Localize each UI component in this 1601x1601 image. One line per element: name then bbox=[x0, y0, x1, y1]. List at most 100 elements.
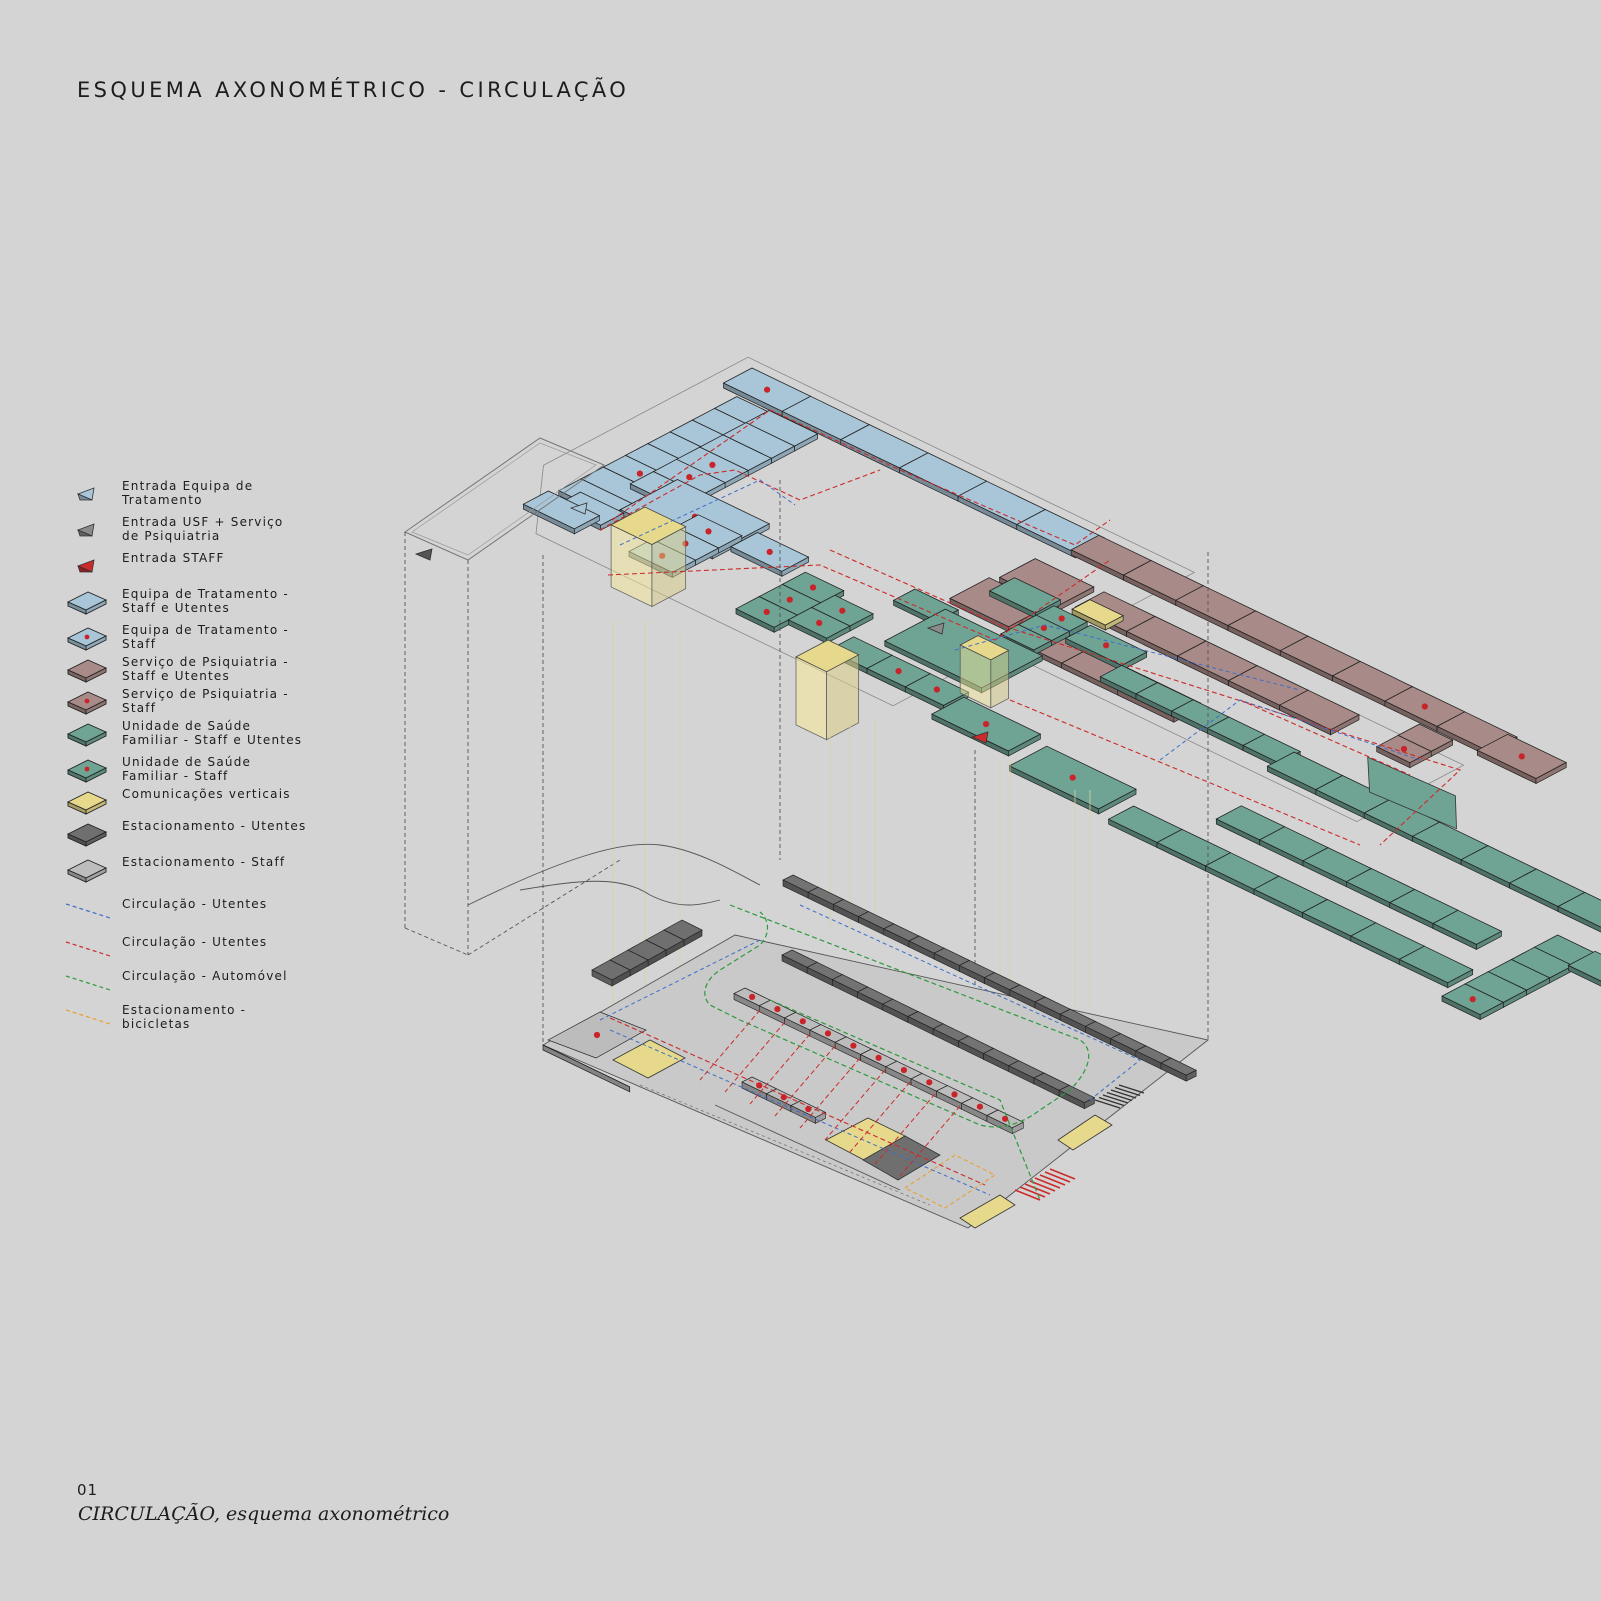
frame-edge bbox=[404, 927, 469, 956]
staff-circulation bbox=[699, 1009, 761, 1081]
green-dashed-line-icon bbox=[65, 975, 111, 991]
staff-parking-dot bbox=[951, 1091, 958, 1098]
staff-room-dot bbox=[763, 608, 770, 616]
staff-parking-space bbox=[542, 1044, 630, 1088]
staff-room-dot bbox=[764, 386, 771, 393]
blue-slab-icon bbox=[66, 591, 108, 615]
staff-circulation bbox=[599, 469, 881, 531]
stair-step bbox=[1110, 1089, 1137, 1099]
red-dashed-line-icon bbox=[65, 941, 111, 957]
frame-edge bbox=[467, 859, 621, 956]
staff-room-dot bbox=[1469, 996, 1476, 1003]
legend-label: Circulação - Automóvel bbox=[122, 969, 288, 983]
patient-circulation bbox=[619, 479, 796, 546]
staff-room-dot bbox=[1040, 624, 1047, 632]
legend-label: Serviço de Psiquiatria - Staff bbox=[122, 687, 289, 715]
dark-grey-slab-icon bbox=[66, 823, 108, 847]
canopy-frame bbox=[403, 437, 606, 561]
stair-step bbox=[1106, 1091, 1133, 1102]
staff-parking-dot bbox=[875, 1054, 882, 1061]
stair-step bbox=[1019, 1186, 1046, 1198]
staff-parking-dot bbox=[780, 1094, 787, 1101]
staff-room-dot bbox=[1103, 642, 1110, 649]
vertical-core-base bbox=[1057, 1114, 1113, 1151]
patient-circulation bbox=[799, 904, 1141, 1101]
staff-parking-dot bbox=[824, 1030, 832, 1037]
legend-label: Estacionamento - Utentes bbox=[122, 819, 307, 833]
staff-circulation bbox=[774, 1045, 836, 1117]
staff-circulation bbox=[609, 1017, 986, 1186]
staff-circulation bbox=[829, 549, 1462, 846]
vertical-core-top bbox=[1071, 599, 1124, 626]
usf-room bbox=[1432, 909, 1503, 945]
usf-room bbox=[1567, 950, 1601, 982]
patient-parking-space bbox=[591, 959, 631, 981]
terrain-curve bbox=[467, 843, 761, 906]
stair-step bbox=[1102, 1094, 1129, 1104]
stair-step bbox=[1029, 1180, 1056, 1192]
staff-room-dot bbox=[1069, 774, 1076, 781]
staff-room-dot bbox=[983, 721, 990, 728]
patient-circulation bbox=[954, 624, 1301, 691]
stair-step bbox=[1024, 1183, 1051, 1195]
staff-parking-dot bbox=[799, 1018, 806, 1025]
staff-room-dot bbox=[1058, 615, 1065, 622]
staff-room-dot bbox=[1518, 753, 1525, 760]
stair-step bbox=[1014, 1189, 1041, 1201]
legend-label: Circulação - Utentes bbox=[122, 935, 268, 949]
staff-circulation bbox=[849, 1081, 911, 1153]
usf-room bbox=[999, 624, 1053, 651]
vertical-core bbox=[610, 506, 687, 545]
staff-circulation bbox=[799, 1057, 861, 1129]
patient-circulation bbox=[1159, 699, 1421, 761]
legend-label: Serviço de Psiquiatria - Staff e Utentes bbox=[122, 655, 289, 683]
staff-parking-dot bbox=[976, 1103, 984, 1110]
entrance-grey-triangle bbox=[926, 622, 945, 635]
staff-room-dot bbox=[933, 686, 941, 693]
legend-label: Circulação - Utentes bbox=[122, 897, 268, 911]
patient-circulation bbox=[599, 939, 761, 1021]
staff-room-dot bbox=[839, 607, 846, 614]
patient-parking-space bbox=[1058, 1084, 1096, 1103]
entrance-grey-triangle-icon bbox=[76, 523, 95, 537]
staff-room-dot bbox=[709, 461, 716, 468]
staff-room-dot bbox=[816, 619, 823, 627]
stair-step bbox=[1049, 1168, 1076, 1180]
staff-parking-dot bbox=[926, 1079, 933, 1086]
patient-circulation bbox=[609, 1029, 991, 1196]
legend-label: Estacionamento - Staff bbox=[122, 855, 286, 869]
staff-circulation bbox=[724, 1021, 786, 1093]
staff-room-dot bbox=[766, 548, 773, 556]
entrance-blue-triangle bbox=[569, 502, 588, 515]
vertical-core bbox=[959, 635, 1010, 661]
staff-circulation bbox=[899, 1105, 961, 1177]
stair-step bbox=[1098, 1096, 1125, 1107]
usf-room bbox=[883, 608, 1044, 689]
ground-edge bbox=[714, 1104, 901, 1191]
terrain-curve bbox=[519, 880, 721, 906]
staff-circulation bbox=[1239, 699, 1411, 776]
psychiatry-room bbox=[1278, 689, 1360, 731]
staff-parking-dot bbox=[593, 1031, 601, 1039]
legend-label: Unidade de Saúde Familiar - Staff bbox=[122, 755, 252, 783]
mauve-slab-dot-icon bbox=[66, 691, 108, 715]
staff-parking-dot bbox=[900, 1067, 908, 1074]
yellow-slab-icon bbox=[66, 791, 108, 815]
green-slab-dot-icon bbox=[66, 759, 108, 783]
staff-room-dot bbox=[1421, 703, 1428, 710]
staff-room-dot bbox=[895, 668, 902, 675]
entrance-red-triangle bbox=[970, 731, 989, 744]
green-slab-icon bbox=[66, 723, 108, 747]
legend-label: Comunicações verticais bbox=[122, 787, 291, 801]
staff-room-dot bbox=[1400, 745, 1408, 753]
legend-label: Unidade de Saúde Familiar - Staff e Uten… bbox=[122, 719, 303, 747]
ground-edge bbox=[639, 1084, 931, 1206]
staff-room-dot bbox=[686, 474, 693, 481]
staff-circulation bbox=[1009, 699, 1361, 846]
usf-room bbox=[988, 577, 1062, 614]
staff-circulation bbox=[607, 559, 1111, 641]
stair-step bbox=[1114, 1086, 1141, 1097]
stair-step bbox=[1034, 1177, 1061, 1189]
legend-label: Entrada USF + Serviço de Psiquiatria bbox=[122, 515, 284, 543]
